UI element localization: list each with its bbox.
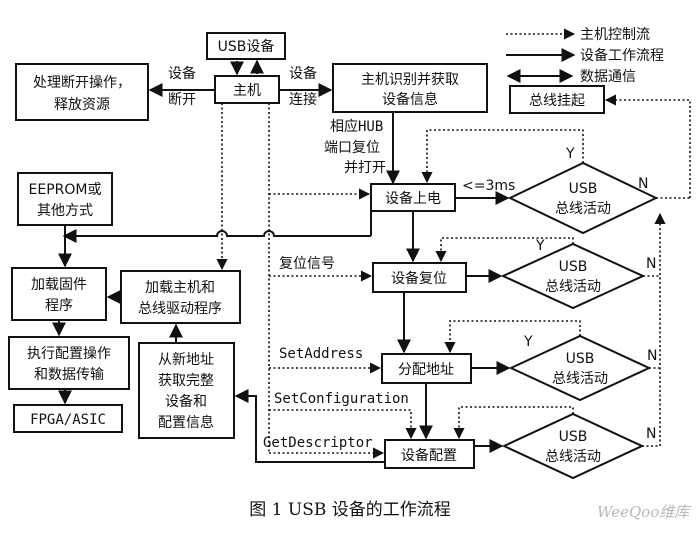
load-driver-box (120, 270, 241, 324)
load-firmware-line1: 加载固件 (31, 277, 87, 293)
fpga-asic-label: FPGA/ASIC (30, 412, 106, 428)
legend: 主机控制流 设备工作流程 数据通信 (506, 27, 664, 85)
no-label-2: N (646, 256, 656, 272)
load-firmware-line2: 程序 (45, 298, 73, 314)
bus-activity-4-line1: USB (559, 429, 588, 445)
renew-info-line3: 设备和 (165, 393, 207, 410)
usb-device-box (206, 32, 286, 60)
device-connect-label-2: 连接 (289, 91, 317, 108)
device-disconnect-label-1: 设备 (168, 65, 196, 82)
hub-reset-label-3: 并打开 (344, 159, 386, 176)
bus-activity-2-line2: 总线活动 (545, 279, 601, 295)
no-label-1: N (638, 176, 648, 192)
device-config-label: 设备配置 (401, 447, 457, 464)
bus-activity-diamond-2: USB 总线活动 (500, 242, 646, 310)
release-resources-line1: 处理断开操作， (33, 75, 131, 91)
suspend-feed-line (604, 94, 691, 198)
bus-activity-1-line2: 总线活动 (555, 201, 611, 217)
bus-activity-3-line1: USB (566, 351, 595, 367)
bus-activity-3-line2: 总线活动 (552, 371, 608, 387)
bus-activity-1-line1: USB (569, 181, 598, 197)
legend-device-work-flow: 设备工作流程 (580, 47, 664, 64)
yes-label-3: Y (523, 334, 533, 350)
bus-activity-diamond-4: USB 总线活动 (501, 412, 645, 480)
device-config-box (384, 439, 475, 469)
yes-loop-2 (435, 237, 574, 263)
release-resources-line2: 释放资源 (54, 97, 110, 113)
execute-config-line2: 和数据传输 (34, 367, 104, 383)
no-label-4: N (646, 426, 656, 442)
renew-info-line2: 获取完整 (158, 373, 214, 389)
set-address-label: SetAddress (279, 346, 363, 362)
renew-info-line1: 从新地址 (158, 352, 214, 368)
assign-address-label: 分配地址 (398, 362, 454, 378)
poweron-feedback-line (62, 229, 371, 243)
hub-reset-label-2: 端口复位 (324, 139, 380, 156)
power-on-box (370, 183, 456, 212)
config-to-renew-arrow (234, 389, 385, 463)
host-identify-line2: 设备信息 (382, 91, 438, 108)
yes-loop-4 (453, 406, 574, 440)
host-label: 主机 (233, 83, 261, 99)
load-driver-line1: 加载主机和 (145, 280, 215, 296)
load-firmware-box (11, 267, 107, 321)
yes-label-1: Y (565, 146, 575, 162)
device-reset-box (372, 262, 467, 293)
host-identify-line1: 主机识别并获取 (361, 72, 459, 88)
device-connect-label-1: 设备 (289, 65, 317, 82)
bus-suspend-label: 总线挂起 (529, 93, 585, 109)
no-label-3: N (647, 348, 657, 364)
eeprom-line2: 其他方式 (37, 203, 93, 219)
execute-config-line1: 执行配置操作 (27, 346, 111, 362)
host-identify-box (332, 63, 488, 113)
bus-activity-diamond-3: USB 总线活动 (508, 334, 652, 402)
device-disconnect-label-2: 断开 (168, 92, 196, 108)
eeprom-line1: EEPROM或 (29, 182, 102, 198)
bus-activity-2-line1: USB (559, 259, 588, 275)
renew-info-line4: 配置信息 (158, 414, 214, 431)
legend-host-control-flow: 主机控制流 (580, 27, 650, 43)
bus-activity-diamond-1: USB 总线活动 (507, 161, 659, 235)
timing-label: <=3ms (462, 178, 515, 194)
device-reset-label: 设备复位 (391, 270, 447, 287)
watermark: WeeQoo维库 (597, 503, 692, 521)
usb-device-label: USB设备 (218, 38, 275, 55)
renew-info-box (138, 342, 235, 439)
get-descriptor-label: GetDescriptor (263, 435, 373, 451)
hub-reset-label-1: 相应HUB (330, 118, 383, 135)
bus-suspend-box (509, 85, 605, 114)
figure-caption: 图 1 USB 设备的工作流程 (249, 500, 451, 520)
set-configuration-label: SetConfiguration (274, 391, 409, 407)
power-on-label: 设备上电 (385, 190, 441, 207)
legend-data-comm: 数据通信 (580, 69, 636, 85)
set-configuration-line (269, 409, 417, 440)
release-resources-box (15, 63, 149, 121)
eeprom-box (17, 172, 113, 226)
load-driver-line2: 总线驱动程序 (138, 301, 222, 317)
bus-activity-4-line2: 总线活动 (545, 449, 601, 465)
yes-label-2: Y (535, 238, 545, 254)
fpga-asic-box (13, 404, 123, 433)
execute-config-box (8, 336, 130, 390)
reset-signal-label: 复位信号 (279, 255, 335, 272)
